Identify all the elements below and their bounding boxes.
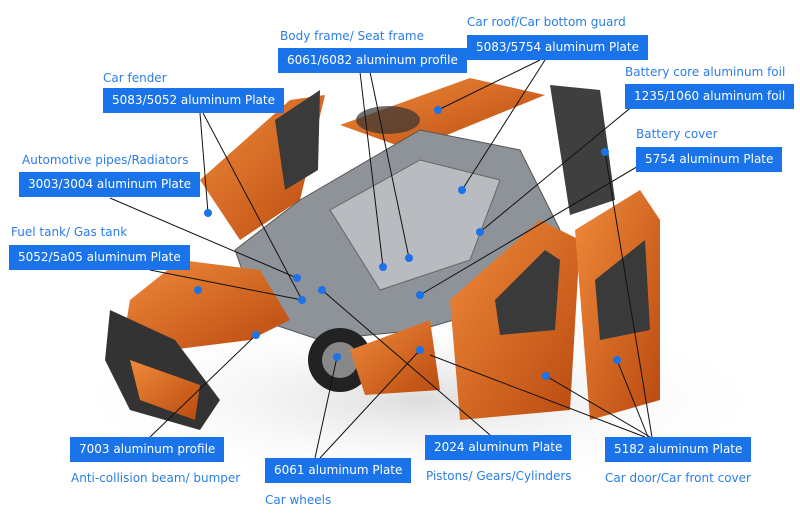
label-caption: Body frame/ Seat frame	[280, 29, 425, 43]
label-caption: Fuel tank/ Gas tank	[11, 225, 128, 239]
callout-dots	[194, 106, 621, 380]
label-caption: Car wheels	[265, 493, 332, 507]
label-material: 6061/6082 aluminum profile	[278, 48, 467, 73]
label-caption: Battery core aluminum foil	[625, 65, 786, 79]
label-material: 5083/5052 aluminum Plate	[103, 88, 284, 113]
hood	[125, 260, 290, 350]
label-caption: Anti-collision beam/ bumper	[71, 471, 241, 485]
fender-part	[350, 320, 440, 395]
label-material: 2024 aluminum Plate	[425, 435, 572, 460]
battery-cover	[550, 85, 615, 215]
label-caption: Car fender	[103, 71, 167, 85]
label-caption: Car door/Car front cover	[605, 471, 751, 485]
label-material: 7003 aluminum profile	[70, 437, 225, 462]
label-material: 3003/3004 aluminum Plate	[19, 172, 200, 197]
label-material: 1235/1060 aluminum foil	[625, 84, 795, 109]
label-caption: Car roof/Car bottom guard	[467, 15, 626, 29]
label-caption: Battery cover	[636, 127, 718, 141]
label-material: 6061 aluminum Plate	[265, 458, 412, 483]
label-material: 5052/5a05 aluminum Plate	[9, 245, 190, 270]
label-material: 5182 aluminum Plate	[605, 437, 752, 462]
label-material: 5083/5754 aluminum Plate	[467, 35, 648, 60]
label-caption: Pistons/ Gears/Cylinders	[426, 469, 572, 483]
leader-lines	[109, 59, 653, 459]
label-caption: Automotive pipes/Radiators	[22, 153, 189, 167]
label-material: 5754 aluminum Plate	[636, 147, 783, 172]
